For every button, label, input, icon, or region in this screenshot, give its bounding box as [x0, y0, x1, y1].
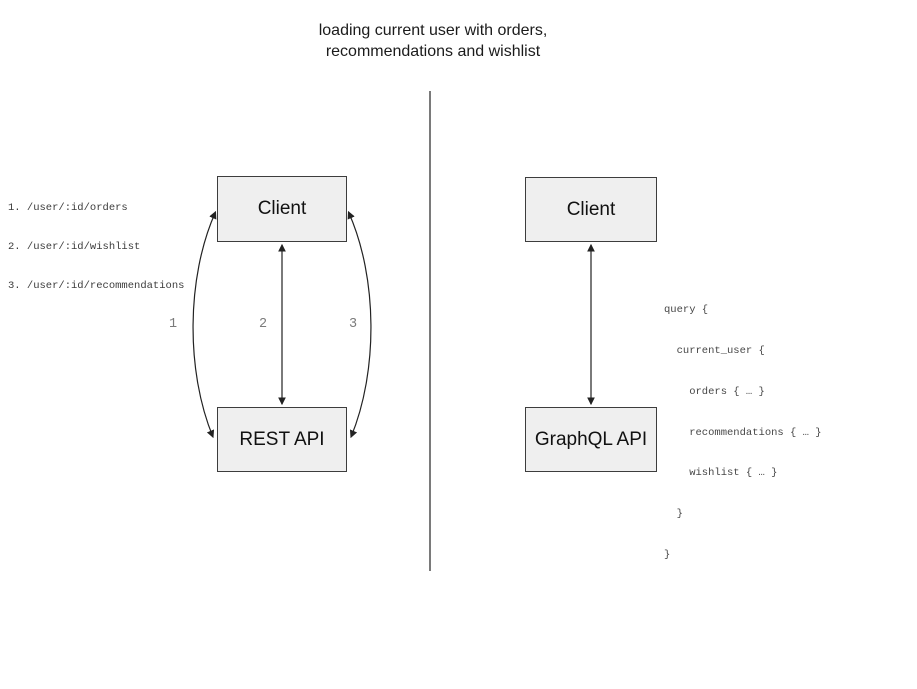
rest-api-node-label: REST API [239, 428, 325, 450]
diagram-title: loading current user with orders, recomm… [0, 20, 866, 62]
graphql-query-snippet: query { current_user { orders { … } reco… [664, 277, 822, 590]
query-line: query { [664, 304, 709, 317]
right-client-node: Client [525, 177, 657, 242]
graphql-api-node-label: GraphQL API [534, 428, 648, 450]
query-line: current_user { [664, 344, 765, 357]
diagram-title-line-1: loading current user with orders, [318, 22, 548, 39]
arrow-label-1: 1 [168, 317, 178, 332]
left-client-node-label: Client [257, 198, 307, 219]
rest-endpoint-list: 1. /user/:id/orders 2. /user/:id/wishlis… [8, 176, 184, 319]
arrow-1-orders [192, 210, 217, 439]
graphql-api-node: GraphQL API [525, 407, 657, 472]
query-line: wishlist { … } [664, 467, 778, 480]
query-line: } [664, 508, 683, 521]
query-line: } [664, 548, 671, 561]
arrow-3-recommendations [347, 210, 372, 439]
diagram-title-line-2: recommendations and wishlist [325, 43, 541, 60]
rest-endpoint-orders: 1. /user/:id/orders [8, 202, 128, 214]
query-line: orders { … } [664, 385, 765, 398]
left-client-node: Client [217, 176, 347, 242]
rest-endpoint-recommendations: 3. /user/:id/recommendations [8, 280, 185, 292]
arrow-label-3: 3 [348, 317, 358, 332]
rest-api-node: REST API [217, 407, 347, 472]
arrow-label-2: 2 [258, 317, 268, 332]
right-client-node-label: Client [566, 198, 616, 220]
query-line: recommendations { … } [664, 426, 822, 439]
rest-endpoint-wishlist: 2. /user/:id/wishlist [8, 241, 141, 253]
